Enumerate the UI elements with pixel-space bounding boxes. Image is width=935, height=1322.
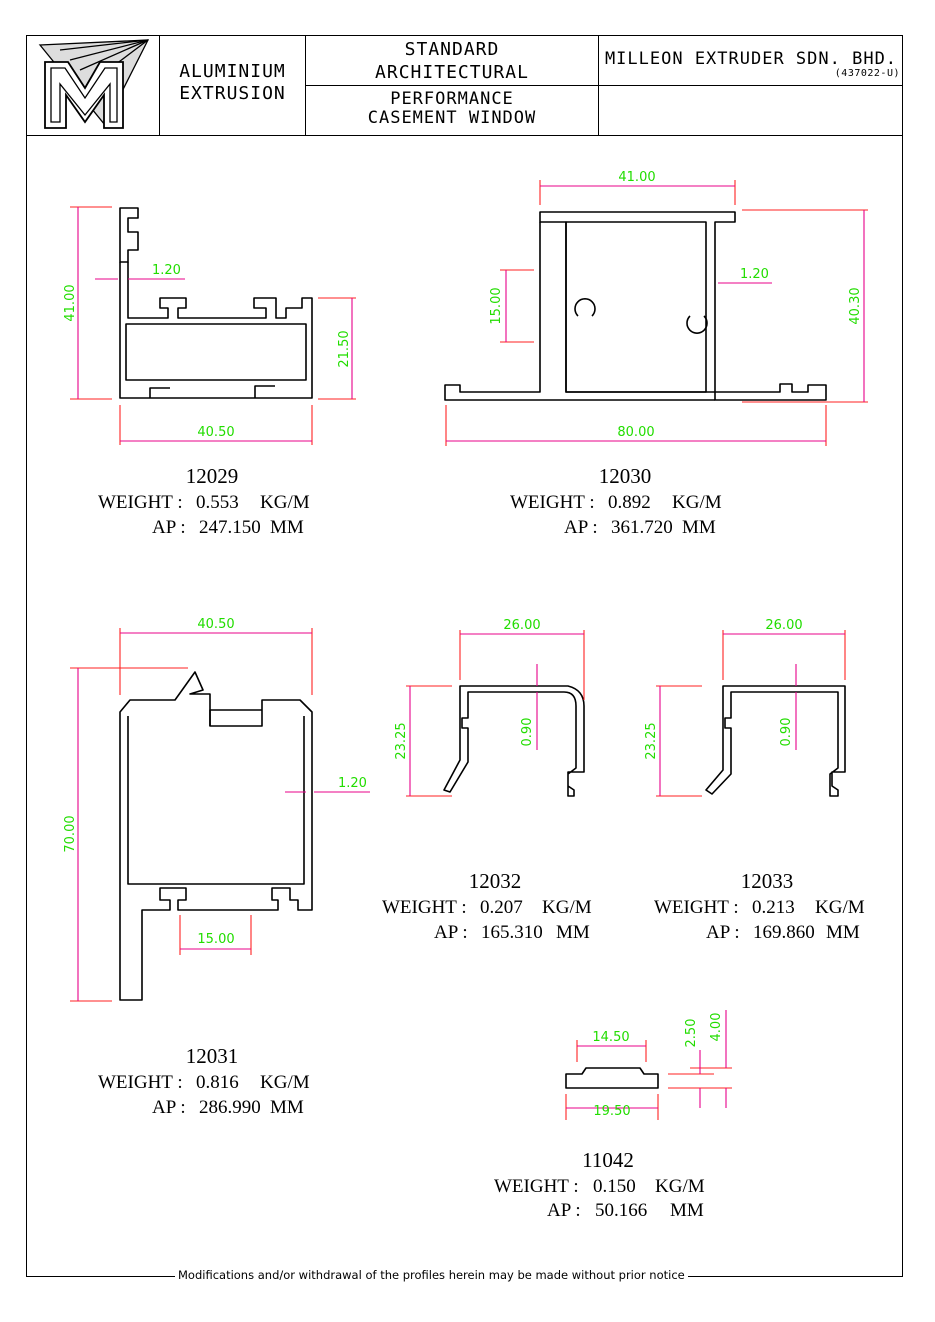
dim-12031-wall: 1.20 — [338, 776, 367, 791]
dim-12032-height: 23.25 — [394, 722, 409, 759]
title-performance: PERFORMANCE — [390, 89, 514, 109]
ap-value: 169.860 — [753, 922, 815, 943]
title-left-line1: ALUMINIUM — [179, 61, 286, 82]
title-divider — [159, 35, 160, 136]
dim-11042-step: 2.50 — [684, 1019, 699, 1048]
title-architectural: ARCHITECTURAL — [375, 62, 529, 83]
ap-unit: MM — [682, 517, 716, 538]
weight-value: 0.207 — [480, 897, 523, 918]
ap-label: AP : — [152, 517, 186, 538]
profile-12029-drawing — [70, 206, 356, 445]
profile-code: 12032 — [468, 869, 522, 893]
dim-11042-height: 4.00 — [709, 1013, 724, 1042]
dim-12030-groove: 15.00 — [489, 287, 504, 324]
profile-code: 12029 — [185, 464, 239, 488]
dim-12029-wall: 1.20 — [152, 263, 181, 278]
profile-12032-drawing — [406, 630, 585, 797]
ap-unit: MM — [270, 1097, 304, 1118]
ap-label: AP : — [152, 1097, 186, 1118]
profile-11042-drawing — [565, 1010, 732, 1120]
title-block — [26, 35, 903, 136]
weight-value: 0.150 — [593, 1176, 636, 1197]
dim-12030-wall: 1.20 — [740, 267, 769, 282]
dim-12031-width: 40.50 — [197, 617, 234, 632]
dim-12031-height: 70.00 — [63, 815, 78, 852]
ap-value: 247.150 — [199, 517, 261, 538]
ap-value: 361.720 — [611, 517, 673, 538]
profile-12031-drawing — [70, 628, 370, 1002]
dim-12029-step: 21.50 — [337, 330, 352, 367]
dim-12030-height: 40.30 — [848, 287, 863, 324]
weight-unit: KG/M — [815, 897, 865, 918]
dim-12032-wall: 0.90 — [520, 718, 535, 747]
ap-label: AP : — [564, 517, 598, 538]
weight-value: 0.213 — [752, 897, 795, 918]
title-middle-bottom: PERFORMANCE CASEMENT WINDOW — [306, 90, 598, 128]
weight-unit: KG/M — [542, 897, 592, 918]
title-left-line2: EXTRUSION — [179, 83, 286, 104]
dim-12029-height: 41.00 — [63, 284, 78, 321]
dim-12033-width: 26.00 — [765, 618, 802, 633]
title-middle-top: STANDARD ARCHITECTURAL — [306, 38, 598, 84]
dim-11042-width: 19.50 — [593, 1104, 630, 1119]
dim-12030-width: 80.00 — [617, 425, 654, 440]
footer-disclaimer: Modifications and/or withdrawal of the p… — [175, 1268, 688, 1282]
dim-12033-wall: 0.90 — [779, 718, 794, 747]
title-divider — [305, 85, 903, 86]
ap-unit: MM — [670, 1200, 704, 1221]
dim-12029-width: 40.50 — [197, 425, 234, 440]
profile-code: 12033 — [740, 869, 794, 893]
weight-unit: KG/M — [260, 492, 310, 513]
profile-12033-drawing — [656, 630, 846, 797]
ap-label: AP : — [547, 1200, 581, 1221]
ap-unit: MM — [556, 922, 590, 943]
ap-label: AP : — [706, 922, 740, 943]
weight-label: WEIGHT : — [510, 492, 595, 513]
dim-11042-top: 14.50 — [592, 1030, 629, 1045]
company-reg-number: (437022-U) — [834, 68, 900, 79]
ap-label: AP : — [434, 922, 468, 943]
ap-value: 165.310 — [481, 922, 543, 943]
ap-unit: MM — [270, 517, 304, 538]
company-name: MILLEON EXTRUDER SDN. BHD. — [604, 49, 898, 69]
profile-12030-drawing — [444, 180, 868, 446]
weight-value: 0.553 — [196, 492, 239, 513]
title-left: ALUMINIUM EXTRUSION — [160, 61, 305, 105]
dim-12033-height: 23.25 — [644, 722, 659, 759]
weight-unit: KG/M — [260, 1072, 310, 1093]
weight-unit: KG/M — [655, 1176, 705, 1197]
weight-value: 0.892 — [608, 492, 651, 513]
ap-unit: MM — [826, 922, 860, 943]
weight-label: WEIGHT : — [98, 492, 183, 513]
dim-12030-top-width: 41.00 — [618, 170, 655, 185]
profile-code: 11042 — [582, 1148, 634, 1172]
ap-value: 50.166 — [595, 1200, 648, 1221]
dim-12031-groove: 15.00 — [197, 932, 234, 947]
title-standard: STANDARD — [404, 39, 500, 60]
weight-label: WEIGHT : — [382, 897, 467, 918]
weight-value: 0.816 — [196, 1072, 239, 1093]
weight-unit: KG/M — [672, 492, 722, 513]
dim-12032-width: 26.00 — [503, 618, 540, 633]
ap-value: 286.990 — [199, 1097, 261, 1118]
weight-label: WEIGHT : — [654, 897, 739, 918]
weight-label: WEIGHT : — [494, 1176, 579, 1197]
profile-code: 12030 — [598, 464, 652, 488]
weight-label: WEIGHT : — [98, 1072, 183, 1093]
profile-code: 12031 — [185, 1044, 239, 1068]
title-casement-window: CASEMENT WINDOW — [367, 108, 537, 128]
